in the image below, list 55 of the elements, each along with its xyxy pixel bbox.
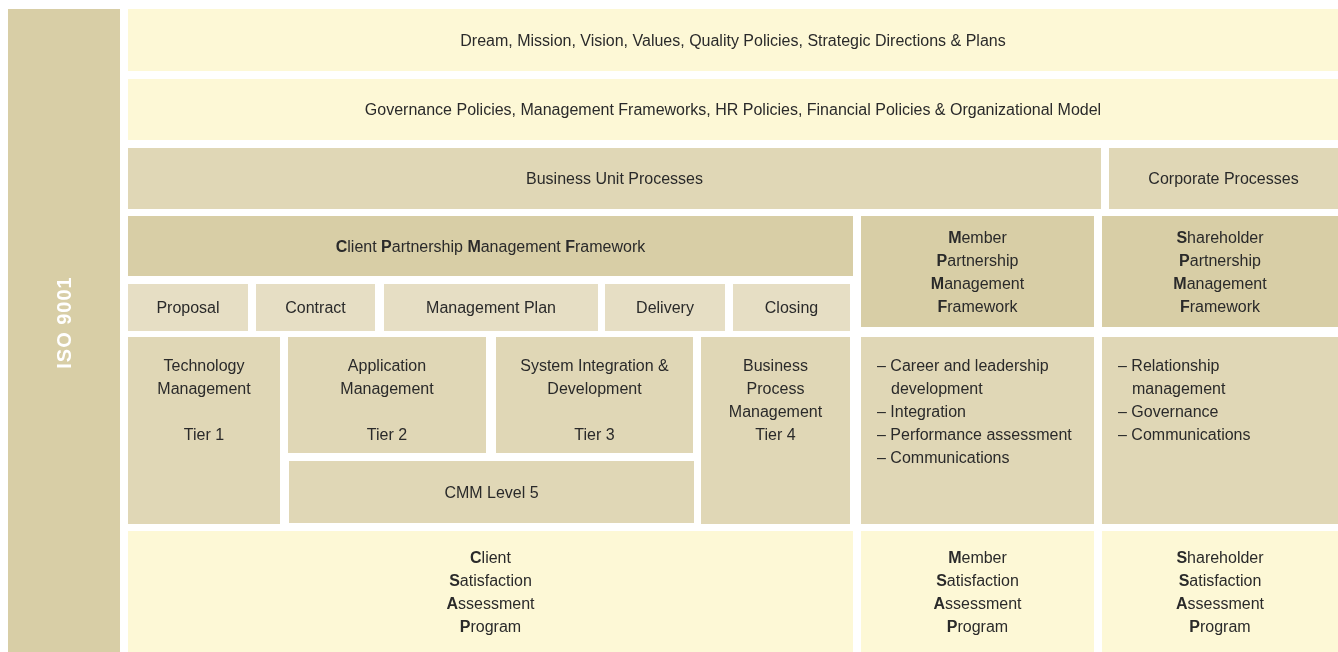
- box-text: Application Management: [339, 356, 435, 399]
- band-text: Governance Policies, Management Frameworks, HR Policies, Financial Policies & Organizational Model: [364, 100, 1102, 120]
- framework-box: [1102, 216, 1338, 327]
- side-band: [8, 9, 120, 652]
- tier-box: [128, 337, 280, 524]
- framework-box: [128, 216, 853, 276]
- box-text: Business Process Management: [727, 356, 824, 422]
- box-label: Corporate Processes: [1148, 169, 1299, 189]
- phase-box: [605, 284, 725, 331]
- process-box: [289, 461, 694, 523]
- tier-box: [701, 337, 850, 524]
- box-label: Shareholder Satisfaction Assessment Program: [1176, 547, 1264, 637]
- process-box: [128, 148, 1101, 209]
- phase-box: [256, 284, 375, 331]
- list-item: – Governance: [1118, 402, 1220, 422]
- box-label: Contract: [285, 298, 346, 318]
- box-label: Proposal: [156, 298, 220, 318]
- tier-box: [288, 337, 486, 453]
- box-label: Closing: [764, 298, 819, 318]
- box-text: System Integration & Development: [519, 356, 670, 399]
- program-box: [861, 531, 1094, 652]
- list-item: – Performance assessment: [877, 425, 1072, 445]
- tier-box: [496, 337, 693, 453]
- box-label: Member Partnership Management Framework: [930, 227, 1025, 317]
- box-label: Shareholder Partnership Management Framework: [1173, 227, 1267, 317]
- phase-box: [128, 284, 248, 331]
- framework-box: [861, 216, 1094, 327]
- list-item: – Career and leadership development: [877, 356, 1050, 399]
- list-item: – Relationship management: [1118, 356, 1227, 399]
- box-label: Management Plan: [426, 298, 556, 318]
- box-text: Tier 4: [755, 425, 796, 445]
- list-box: [1102, 337, 1338, 524]
- box-label: Client Satisfaction Assessment Program: [446, 547, 535, 637]
- box-label: Member Satisfaction Assessment Program: [933, 547, 1022, 637]
- band-text: Dream, Mission, Vision, Values, Quality Policies, Strategic Directions & Plans: [460, 30, 1006, 51]
- layer-band: [128, 9, 1338, 71]
- process-box: [1109, 148, 1338, 209]
- box-text: Tier 3: [574, 425, 615, 445]
- program-box: [1102, 531, 1338, 652]
- box-label: Client Partnership Management Framework: [335, 236, 646, 257]
- box-text: Technology Management: [156, 356, 252, 399]
- box-label: Delivery: [636, 298, 694, 318]
- box-label: Business Unit Processes: [526, 169, 703, 189]
- phase-box: [733, 284, 850, 331]
- list-item: – Integration: [877, 402, 967, 422]
- box-label: CMM Level 5: [444, 482, 539, 503]
- list-item: – Communications: [877, 448, 1011, 468]
- list-box: [861, 337, 1094, 524]
- box-text: Tier 2: [366, 425, 408, 445]
- phase-box: [384, 284, 598, 331]
- program-box: [128, 531, 853, 652]
- layer-band: [128, 79, 1338, 140]
- list-item: – Communications: [1118, 425, 1252, 445]
- band-title: ISO 9001: [52, 276, 76, 369]
- box-text: Tier 1: [183, 425, 225, 445]
